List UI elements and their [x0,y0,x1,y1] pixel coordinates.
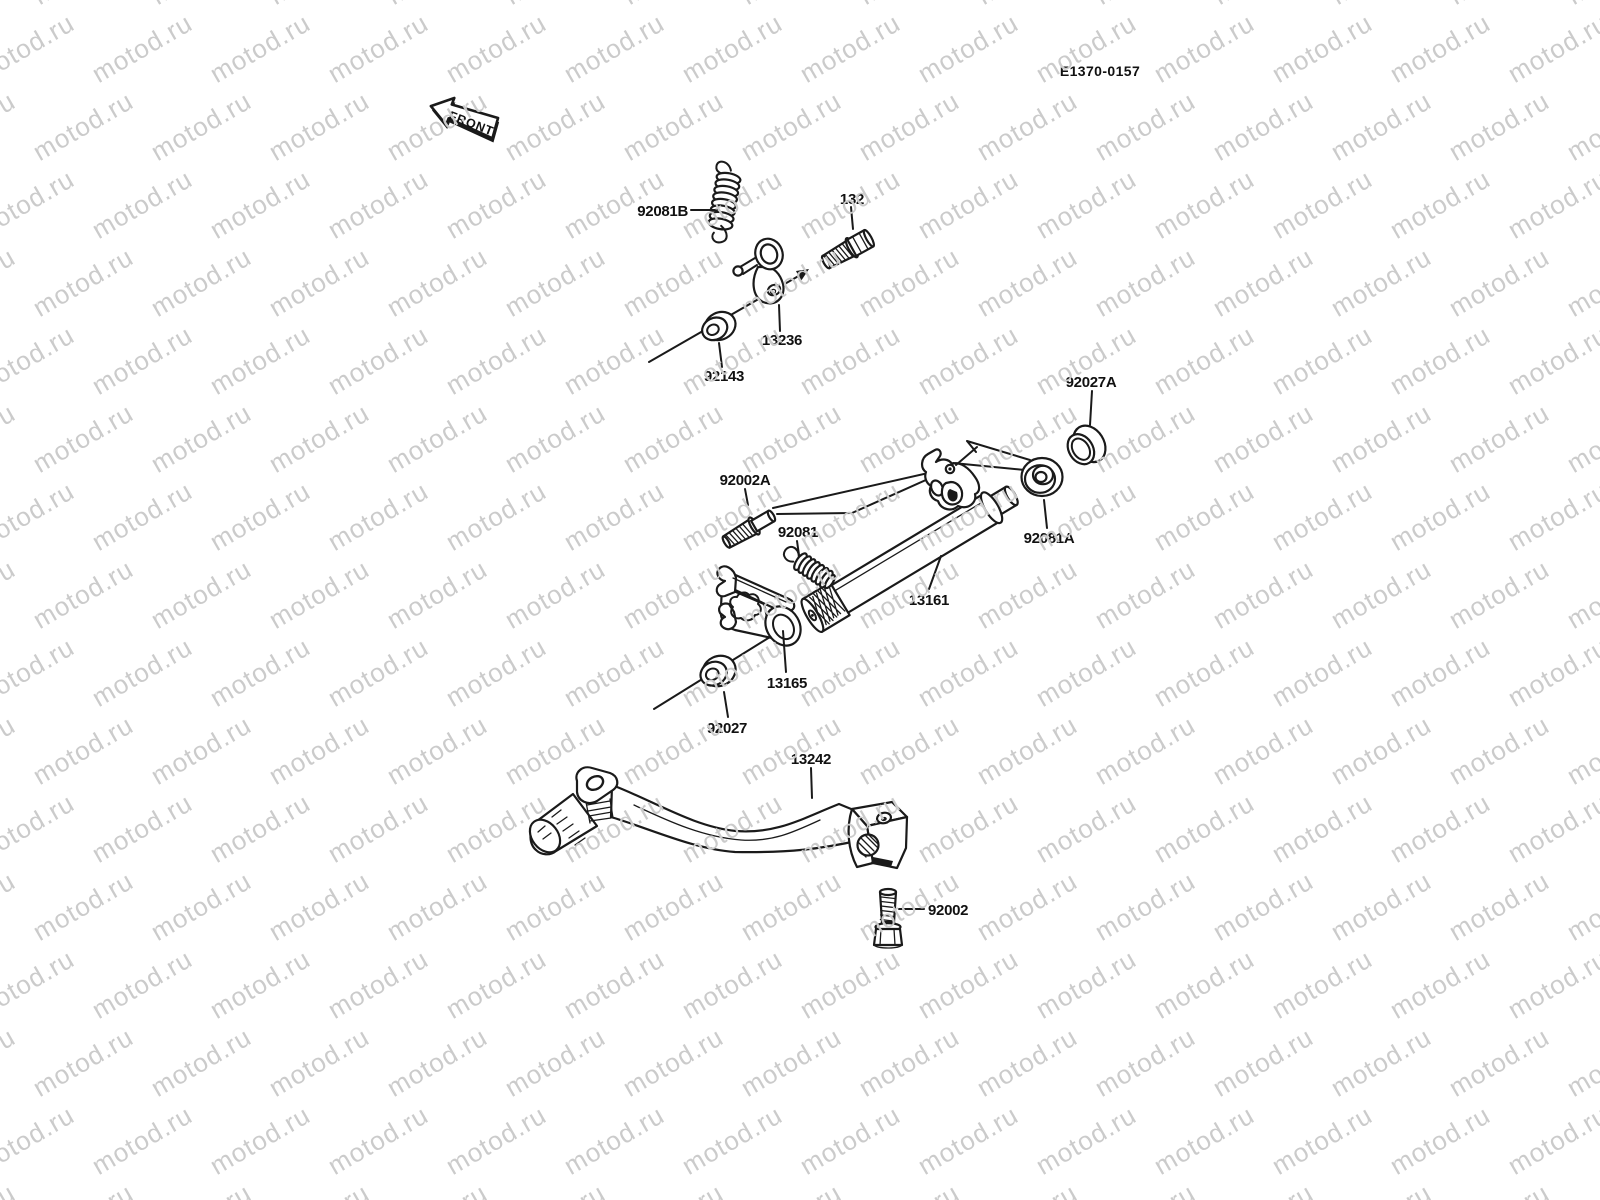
pointer-lines-92002a [772,468,947,515]
part-drawing-92027-washer [699,654,737,688]
part-label-13165: 13165 [767,675,807,692]
part-label-92081: 92081 [778,524,818,541]
part-label-92002a: 92002A [720,472,771,489]
part-drawing-92143-washer [701,310,737,342]
part-label-92002: 92002 [928,902,968,919]
part-drawing-13165-plate [715,565,802,647]
part-drawing-92081a-torsion-spring [952,440,1064,498]
front-arrow-body [429,96,500,140]
part-label-92081a: 92081A [1024,530,1075,547]
part-drawing-92081-spring [783,545,836,590]
front-arrow: FRONT [429,96,500,143]
part-labels: 92081B 132 13236 92143 92027A 92002A 920… [637,191,1117,919]
part-label-92143: 92143 [704,368,744,385]
part-label-13161: 13161 [909,592,949,609]
leader-lines [690,206,1093,910]
part-drawing-92002-bolt [872,887,904,949]
part-drawing-92002a-bolt [721,509,777,549]
part-label-13242: 13242 [791,751,831,768]
part-drawing-13236-lever [732,237,785,305]
part-label-92081b: 92081B [637,203,688,220]
part-drawing-92027a-cap [1066,424,1107,466]
part-drawing-92081b-spring [707,160,742,244]
part-label-92027a: 92027A [1066,374,1117,391]
part-drawing-shaft-pawl-arm [921,448,981,511]
part-drawing-132-bolt [820,228,876,270]
part-drawing-13161-shaft [800,485,1019,633]
part-label-13236: 13236 [762,332,802,349]
part-label-132: 132 [840,191,864,208]
part-drawing-13242-pedal [528,766,909,870]
figure-code: E1370-0157 [1060,63,1140,79]
part-label-92027: 92027 [707,720,747,737]
